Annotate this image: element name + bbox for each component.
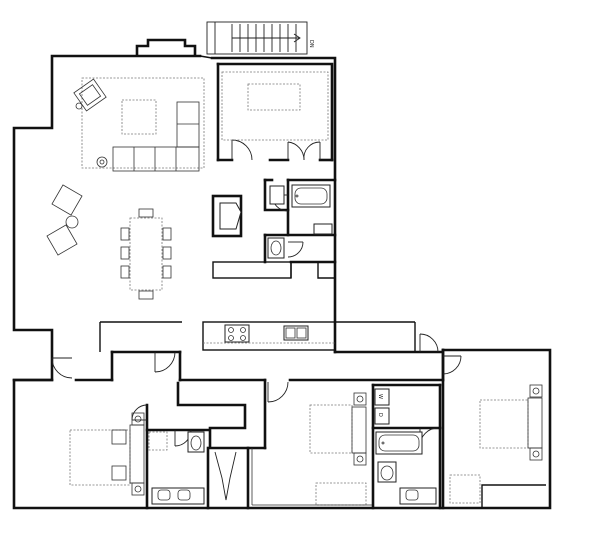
living-furniture — [46, 77, 205, 256]
center-bedroom — [251, 392, 372, 506]
fireplace — [135, 38, 197, 56]
hall-bath-fixtures — [267, 184, 333, 259]
kitchen-appliances — [203, 324, 335, 344]
left-bath — [148, 431, 205, 505]
den-furniture — [221, 71, 329, 141]
stair-direction-label: DN — [308, 40, 314, 48]
doors — [51, 139, 462, 501]
stair: DN — [206, 21, 314, 55]
dining-table — [120, 208, 172, 300]
interior-walls — [12, 62, 445, 510]
dryer-label: D — [377, 413, 383, 417]
laundry-and-bath: W D — [374, 388, 437, 505]
exterior-walls — [12, 54, 552, 510]
washer-label: W — [377, 394, 383, 399]
right-bedroom — [449, 384, 546, 508]
left-bedroom — [69, 412, 145, 496]
